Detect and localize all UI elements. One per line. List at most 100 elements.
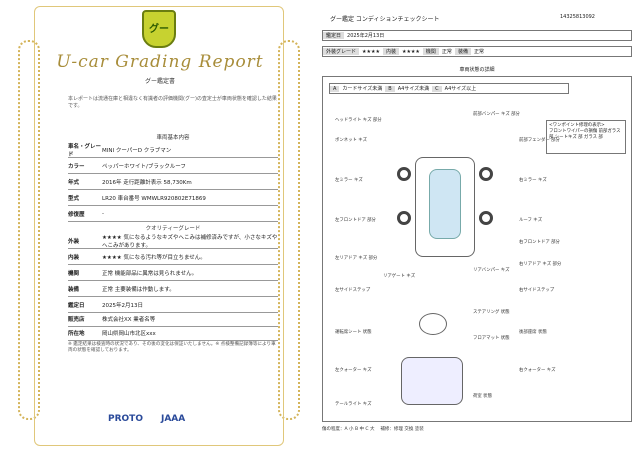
tire-front-left	[397, 167, 411, 181]
vehicle-section-title: 車両基本内容	[156, 135, 190, 141]
grade-row: 外装グレード ★★★★ 内装 ★★★★ 機関 正常 装備 正常	[322, 46, 632, 57]
intro-text: 本レポートは流通在庫と相違なく有識者の評価機関(グー)の査定士が車両状態を確認し…	[68, 96, 277, 109]
legend-a: A	[330, 85, 340, 92]
date-label: 鑑定日	[323, 32, 345, 39]
info-title: <ワンポイント修理の表示>	[549, 123, 605, 128]
damage-label: 後部座席 状態	[519, 330, 547, 335]
left-ornament	[18, 40, 40, 420]
grade-row: 外装 ★★★★ 気になるようなキズやへこみは補修済みですが、小さなキズやへこみがあ…	[68, 234, 278, 249]
grade-label: 機関	[68, 271, 80, 277]
vehicle-value: LR20 車台番号 WMWLR920802E71869	[102, 196, 206, 202]
issue-row: 販売店 株式会社XX 業者名等	[68, 312, 278, 327]
legend-c-text: A4サイズ以上	[444, 86, 477, 92]
issue-label: 鑑定日	[68, 303, 85, 309]
damage-label: リアゲート キズ	[383, 274, 416, 279]
issue-label: 所在地	[68, 331, 85, 337]
damage-label: 右リアドア キズ 部分	[519, 262, 562, 267]
grade-v2: ★★★★	[401, 48, 420, 55]
grading-report-page: グー U-car Grading Report グー鑑定書 本レポートは流通在庫…	[0, 0, 316, 452]
one-point-repair-box: <ワンポイント修理の表示> フロントワイパーの損傷 前部ガラス部 シートキズ 部…	[546, 120, 626, 154]
grade-label: 外装	[68, 239, 80, 245]
vehicle-label: 年式	[68, 180, 80, 186]
logo-text: グー	[149, 24, 169, 35]
grade-v4: 正常	[441, 49, 452, 55]
tire-front-right	[479, 167, 493, 181]
grade-row: 機関 正常 機能部品に異常は見られません。	[68, 266, 278, 281]
grade-row: 内装 ★★★★ 気になる汚れ等が目立ちません。	[68, 250, 278, 265]
grade-v5: 装備	[454, 48, 471, 55]
vehicle-value: -	[102, 211, 104, 217]
report-notes: ※ 鑑定結果は検査時の状況であり、その後の変化は保証いたしません。※ 点検整備記…	[68, 342, 276, 353]
issue-value: 岡山県岡山市北区xxx	[102, 331, 156, 337]
legend-b: B	[385, 85, 395, 92]
grade-v1: 内装	[382, 48, 399, 55]
legend-a-text: カードサイズ未満	[342, 86, 383, 92]
vehicle-label: カラー	[68, 164, 85, 170]
grade-value: ★★★★ 気になるようなキズやへこみは補修済みですが、小さなキズやへこみがありま…	[102, 235, 278, 249]
vehicle-row: カラー ペッパーホワイト/ブラックルーフ	[68, 159, 278, 174]
issue-value: 株式会社XX 業者名等	[102, 317, 156, 323]
grade-section-title: クオリティーグレード	[145, 226, 201, 232]
vehicle-label: 修復歴	[68, 212, 85, 218]
grade-v6: 正常	[473, 49, 484, 55]
issue-label: 販売店	[68, 317, 85, 323]
damage-label: リアバンパー キズ	[473, 268, 510, 273]
vehicle-label: 車名・グレード	[68, 144, 102, 158]
damage-legend-row: A カードサイズ未満 B A4サイズ未満 C A4サイズ以上	[329, 83, 569, 94]
damage-label: 荷室 状態	[473, 394, 492, 399]
date-value: 2025年2月13日	[347, 33, 385, 39]
damage-label: フロアマット 状態	[473, 336, 510, 341]
vehicle-diagram: A カードサイズ未満 B A4サイズ未満 C A4サイズ以上 ヘッドライト キズ…	[322, 76, 632, 422]
damage-label: ステアリング 状態	[473, 310, 510, 315]
goo-logo: グー	[142, 10, 176, 48]
info-text: フロントワイパーの損傷 前部ガラス部 シートキズ 部 ガラス 部	[549, 129, 621, 140]
sheet-title: グー鑑定 コンディションチェックシート	[330, 16, 440, 23]
date-row: 鑑定日 2025年2月13日	[322, 30, 632, 41]
vehicle-value: ペッパーホワイト/ブラックルーフ	[102, 164, 186, 170]
grade-label: 内装	[68, 255, 80, 261]
damage-label: 左リアドア キズ 部分	[335, 256, 378, 261]
damage-label: 前部バンパー キズ 部分	[473, 112, 520, 117]
tire-rear-left	[397, 211, 411, 225]
damage-label: 左クォーター キズ	[335, 368, 372, 373]
right-ornament	[278, 40, 300, 420]
vehicle-row: 年式 2016年 走行距離計表示 58,730Km	[68, 175, 278, 190]
grade-label: 外装グレード	[323, 48, 360, 55]
sheet-legend: 傷の程度：A 小 B 中 C 大 補修：修理 交換 塗装	[322, 427, 424, 432]
jaaa-logo: JAAA	[160, 414, 186, 424]
grade-value: 正常 主要装備は作動します。	[102, 287, 175, 293]
grade-value: ★★★★ 気になる汚れ等が目立ちません。	[102, 255, 206, 261]
status-title: 車両状態の詳細	[459, 67, 495, 73]
damage-label: ヘッドライト キズ 部分	[335, 118, 382, 123]
proto-logo: PROTO	[108, 414, 143, 424]
steering-wheel	[419, 313, 447, 335]
vehicle-label: 型式	[68, 196, 80, 202]
damage-label: テールライト キズ	[335, 402, 372, 407]
vehicle-row: 型式 LR20 車台番号 WMWLR920802E71869	[68, 191, 278, 206]
grade-row: 装備正常 主要装備は作動します。	[68, 282, 278, 297]
issue-row: 所在地 岡山県岡山市北区xxx	[68, 326, 278, 341]
damage-label: 右サイドステップ	[519, 288, 555, 293]
vehicle-row: 修復歴 -	[68, 207, 278, 222]
vehicle-value: MINI クーパーD クラブマン	[102, 148, 172, 154]
certificate-frame	[34, 6, 284, 446]
damage-label: 右ミラー キズ	[519, 178, 547, 183]
damage-label: 左サイドステップ	[335, 288, 371, 293]
grade-value: 正常 機能部品に異常は見られません。	[102, 271, 198, 277]
car-interior-view	[401, 357, 463, 405]
footer-logos: PROTO JAAA	[108, 414, 185, 424]
damage-label: 左フロントドア 部分	[335, 218, 376, 223]
vehicle-value: 2016年 走行距離計表示 58,730Km	[102, 180, 192, 186]
damage-label: 前部フェンダー 部分	[519, 138, 560, 143]
grade-v3: 機関	[422, 48, 439, 55]
legend-c: C	[432, 85, 442, 92]
damage-label: 右クォーター キズ	[519, 368, 556, 373]
sheet-number: 14325813092	[560, 14, 595, 20]
legend-b-text: A4サイズ未満	[397, 86, 430, 92]
grade-v0: ★★★★	[362, 48, 380, 55]
damage-label: ルーフ キズ	[519, 218, 543, 223]
tire-rear-right	[479, 211, 493, 225]
damage-label: 運転席シート 状態	[335, 330, 372, 335]
